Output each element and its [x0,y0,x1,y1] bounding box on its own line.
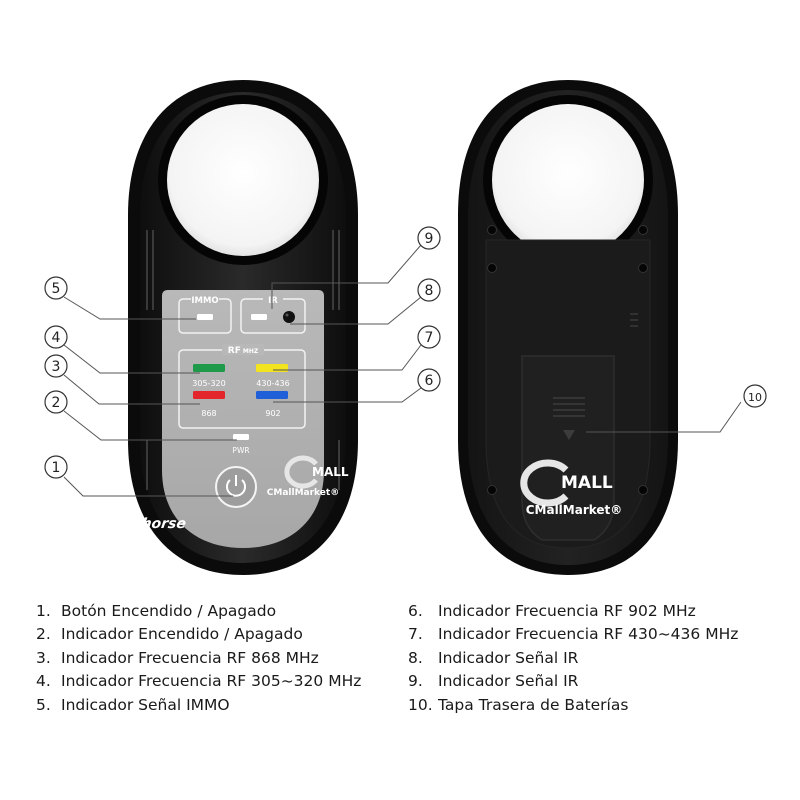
callout-2: 2 [44,390,68,414]
immo-led [197,314,213,320]
callout-1: 1 [44,455,68,479]
front-lens [167,104,319,256]
rf-band-label: 868 [201,409,216,418]
battery-cover-grip [553,397,585,417]
rf-led-3 [256,391,288,399]
back-watermark: MALL CMallMarket® [520,459,623,517]
rf-led-2 [193,391,225,399]
svg-text:2: 2 [52,395,61,411]
rf-led-1 [256,364,288,372]
front-panel [162,290,324,548]
legend-item: 7.Indicador Frecuencia RF 430~436 MHz [408,625,739,644]
rf-band-label: 305-320 [192,379,225,388]
battery-cover-arrow-icon [563,430,575,440]
ir-sensor [283,311,295,323]
callout-6: 6 [417,368,441,392]
svg-text:5: 5 [52,281,61,297]
callout-3: 3 [44,354,68,378]
callout-10: 10 [743,384,767,408]
immo-label: IMMO [191,296,218,306]
svg-text:MALL: MALL [312,465,349,479]
rf-band-group: 305-320 430-436 868 902 [192,364,290,418]
svg-text:6: 6 [425,373,434,389]
svg-text:CMallMarket®: CMallMarket® [526,503,623,517]
svg-text:CMallMarket®: CMallMarket® [267,488,339,498]
battery-cover[interactable] [521,355,615,541]
brand-logo: Xhorse [129,516,187,532]
callout-5: 5 [44,276,68,300]
legend-item: 8.Indicador Señal IR [408,648,579,667]
svg-text:1: 1 [52,460,61,476]
power-button[interactable] [215,466,257,508]
legend-item: 6.Indicador Frecuencia RF 902 MHz [408,602,696,620]
ir-label: IR [268,296,278,306]
legend-right: 6.Indicador Frecuencia RF 902 MHz 7.Indi… [408,600,738,717]
svg-text:MALL: MALL [561,473,613,493]
callout-9: 9 [417,226,441,250]
ir-led [251,314,267,320]
callout-7: 7 [417,325,441,349]
svg-text:9: 9 [425,231,434,247]
back-screws [487,225,648,495]
back-vent [630,313,638,327]
rf-band-label: 902 [265,409,280,418]
legend-item: 4.Indicador Frecuencia RF 305~320 MHz [36,672,362,691]
pwr-label: PWR [232,446,249,455]
svg-text:10: 10 [748,391,762,404]
legend-left: 1.Botón Encendido / Apagado 2.Indicador … [36,600,361,717]
svg-text:3: 3 [52,359,61,375]
callout-8: 8 [417,278,441,302]
leader-lines [63,244,742,497]
legend-item: 1.Botón Encendido / Apagado [36,602,277,620]
front-side-grips [146,230,340,490]
legend-item: 10.Tapa Trasera de Baterías [408,695,629,714]
legend-item: 2.Indicador Encendido / Apagado [36,625,303,644]
back-device: MALL CMallMarket® [458,80,678,575]
svg-text:4: 4 [52,330,61,346]
rf-led-0 [193,364,225,372]
front-watermark: MALL CMallMarket® [267,455,349,498]
callout-4: 4 [44,325,68,349]
callout-badges: 1 2 3 4 5 6 7 8 9 10 [44,226,767,479]
svg-text:7: 7 [425,330,434,346]
legend-item: 9.Indicador Señal IR [408,672,579,691]
svg-text:8: 8 [425,283,434,299]
legend-item: 3.Indicador Frecuencia RF 868 MHz [36,648,319,667]
power-icon [226,475,246,497]
legend-item: 5.Indicador Señal IMMO [36,695,230,714]
rf-band-label: 430-436 [256,379,289,388]
back-lens [492,104,644,256]
pwr-led [233,434,249,440]
